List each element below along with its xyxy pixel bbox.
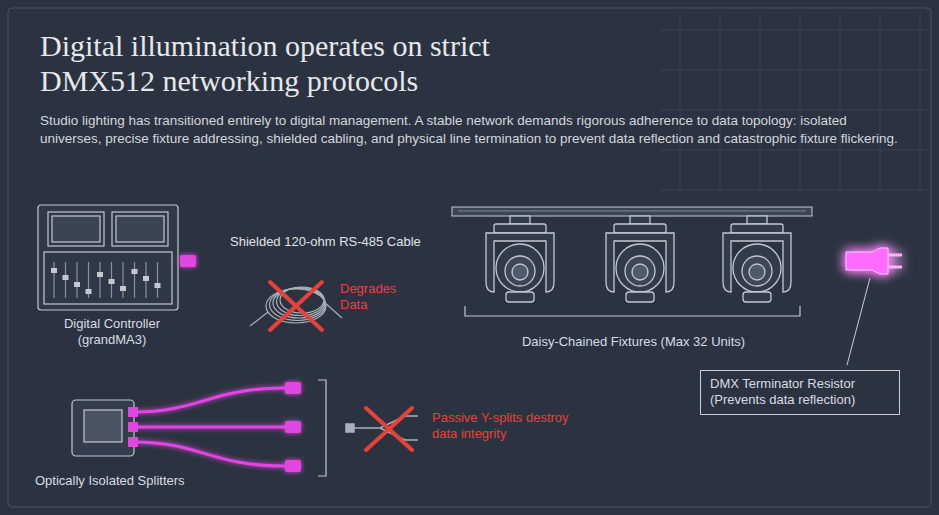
splitter-outputs xyxy=(134,382,301,472)
fixture-drawings xyxy=(486,216,791,302)
warning-label: Passive Y-splits destroy data integrity xyxy=(432,410,592,441)
grid xyxy=(660,12,928,190)
node-text: Daisy-Chained Fixtures (Max 32 Units) xyxy=(455,334,812,350)
node-text: Optically Isolated Splitters xyxy=(35,473,285,489)
splitter-input xyxy=(40,426,72,429)
red-cross xyxy=(270,282,322,330)
dmx-cable xyxy=(196,260,455,263)
console-drawing xyxy=(38,205,178,310)
node-text: DMX Terminator Resistor (Prevents data r… xyxy=(710,376,890,409)
callout-box: DMX Terminator Resistor (Prevents data r… xyxy=(700,370,900,415)
frame xyxy=(8,8,931,507)
cable-label: Shielded 120-ohm RS-485 Cable xyxy=(230,234,421,249)
intro-text: Studio lighting has transitioned entirel… xyxy=(40,112,902,148)
controller-node: Digital Controller (grandMA3) xyxy=(28,198,196,348)
warning-label: Degrades Data xyxy=(340,281,406,312)
truss xyxy=(452,207,812,216)
diagram-title: Digital illumination operates on strict … xyxy=(40,28,600,99)
splitter-node: Optically Isolated Splitters xyxy=(35,385,285,489)
bracket xyxy=(318,380,326,476)
node-text: Digital Controller (grandMA3) xyxy=(28,316,196,349)
terminator-plug xyxy=(846,248,902,274)
leader-line xyxy=(847,278,870,365)
red-cross xyxy=(366,408,412,450)
cable-plug xyxy=(180,255,196,267)
splitter-box xyxy=(72,400,138,456)
fixture-group: Daisy-Chained Fixtures (Max 32 Units) xyxy=(455,200,812,350)
bracket xyxy=(465,306,800,316)
